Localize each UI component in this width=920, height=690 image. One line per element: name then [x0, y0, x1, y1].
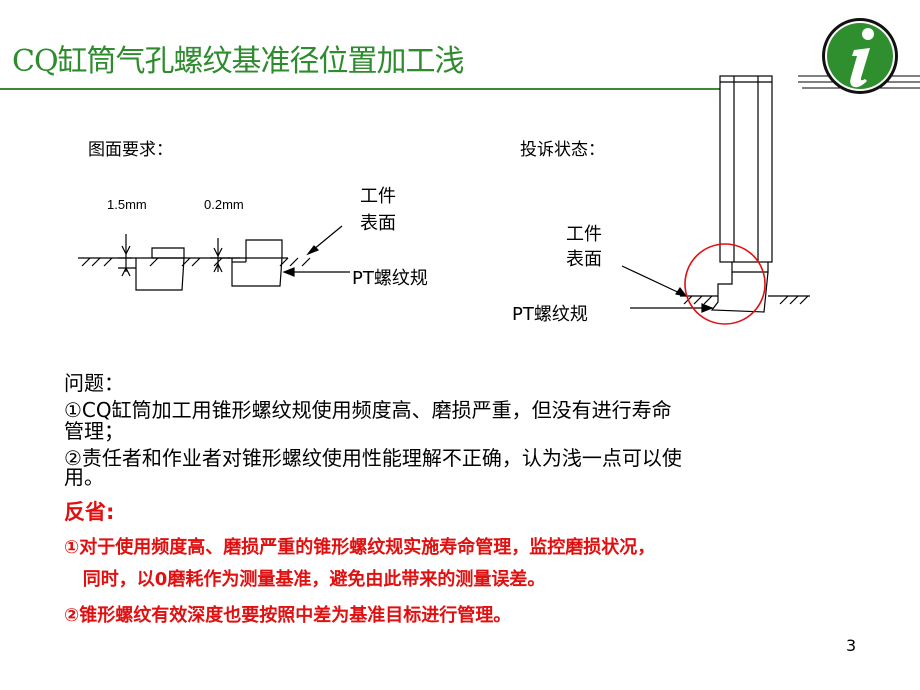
problem-line: ①CQ缸筒加工用锥形螺纹规使用频度高、磨损严重，但没有进行寿命: [64, 398, 672, 422]
reflection-section: 反省: ①对于使用频度高、磨损严重的锥形螺纹规实施寿命管理，监控磨损状况， 同时…: [64, 496, 655, 632]
reflection-line: ①对于使用频度高、磨损严重的锥形螺纹规实施寿命管理，监控磨损状况，: [64, 537, 656, 558]
problem-heading: 问题：: [64, 371, 124, 395]
page-number: 3: [846, 636, 857, 655]
highlight-circle: [684, 243, 766, 325]
right-gauge-label: PT螺纹规: [512, 304, 588, 325]
left-thread-diagram: [78, 225, 350, 291]
page-title: CQ缸筒气孔螺纹基准径位置加工浅: [12, 44, 465, 79]
problem-line: 用。: [64, 465, 104, 489]
left-surface-label: 工件: [360, 186, 396, 207]
reflection-heading: 反省:: [64, 500, 115, 524]
right-diagram-heading: 投诉状态：: [520, 140, 605, 160]
title-divider: [0, 88, 720, 90]
left-diagram-heading: 图面要求：: [88, 140, 173, 160]
right-surface-label-2: 表面: [566, 249, 602, 270]
reflection-line: 同时，以0磨耗作为测量基准，避免由此带来的测量误差。: [64, 569, 546, 590]
left-gauge-label: PT螺纹规: [352, 268, 428, 289]
problem-section: 问题： ①CQ缸筒加工用锥形螺纹规使用频度高、磨损严重，但没有进行寿命 管理； …: [64, 370, 682, 491]
dimension-1: 1.5mm: [107, 197, 147, 212]
right-surface-label: 工件: [566, 224, 602, 245]
problem-line: 管理；: [64, 419, 124, 443]
dimension-2: 0.2mm: [204, 197, 244, 212]
reflection-line: ②锥形螺纹有效深度也要按照中差为基准目标进行管理。: [64, 605, 512, 626]
info-icon: [798, 18, 920, 94]
right-complaint-diagram: [621, 75, 810, 325]
problem-line: ②责任者和作业者对锥形螺纹使用性能理解不正确，认为浅一点可以使: [64, 446, 682, 470]
left-surface-label-2: 表面: [360, 213, 396, 234]
